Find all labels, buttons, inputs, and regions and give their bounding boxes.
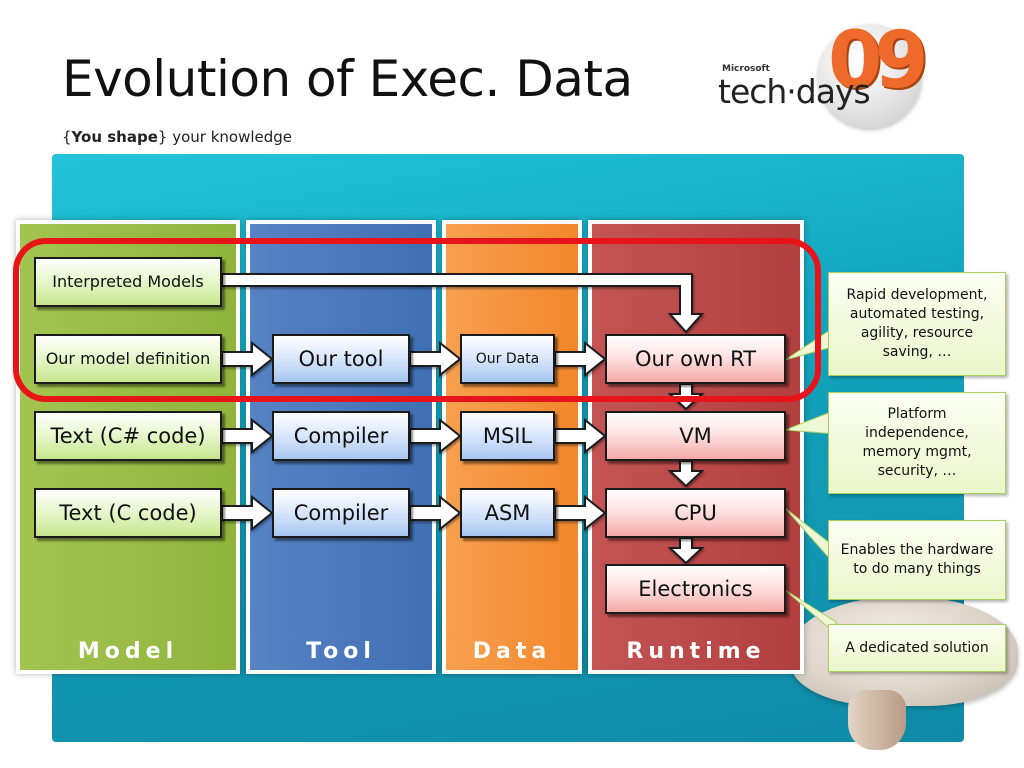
box-compiler-csharp: Compiler (272, 411, 410, 461)
arrow-c-model-to-tool (221, 494, 274, 532)
arrow-interpreted-to-runtime (221, 273, 705, 334)
box-electronics: Electronics (605, 564, 786, 614)
techdays-logo: 09 Microsoft tech·days (716, 16, 936, 132)
arrow-c-data-to-runtime (554, 494, 607, 532)
logo-name: tech·days (718, 72, 871, 111)
logo-number: 09 (828, 16, 929, 106)
column-label-runtime: Runtime (626, 639, 766, 664)
note-enables-hardware: Enables the hardware to do many things (828, 520, 1006, 600)
highlight-frame (13, 238, 821, 402)
box-asm: ASM (460, 488, 555, 538)
logo-disc (818, 24, 922, 128)
logo-brand: Microsoft (722, 64, 770, 74)
box-our-data: Our Data (460, 334, 555, 384)
arrow-csharp-tool-to-data (409, 417, 462, 455)
arrow-c-tool-to-data (409, 494, 462, 532)
box-interpreted-models: Interpreted Models (34, 257, 222, 307)
arrow-csharp-model-to-tool (221, 417, 274, 455)
brainstem-image (848, 690, 906, 750)
slide-subtitle: {You shape} your knowledge (62, 128, 292, 146)
note-dedicated-solution: A dedicated solution (828, 624, 1006, 672)
slide-title: Evolution of Exec. Data (62, 50, 633, 108)
box-cpu: CPU (605, 488, 786, 538)
note-rapid-development: Rapid development, automated testing, ag… (828, 272, 1006, 376)
box-msil: MSIL (460, 411, 555, 461)
arrow-csharp-data-to-runtime (554, 417, 607, 455)
arrow-cpu-to-electronics (667, 537, 705, 565)
box-our-own-rt: Our own RT (605, 334, 786, 384)
subtitle-bold: You shape (71, 128, 158, 146)
column-label-tool: Tool (306, 639, 376, 664)
arrow-own-model-to-tool (221, 340, 274, 378)
column-label-model: Model (77, 639, 179, 664)
box-our-tool: Our tool (272, 334, 410, 384)
column-label-data: Data (472, 639, 552, 664)
subtitle-rest: } your knowledge (157, 128, 293, 146)
box-text-c: Text (C code) (34, 488, 222, 538)
box-compiler-c: Compiler (272, 488, 410, 538)
box-vm: VM (605, 411, 786, 461)
arrow-vm-to-cpu (667, 460, 705, 488)
box-our-model-definition: Our model definition (34, 334, 222, 384)
arrow-own-data-to-runtime (554, 340, 607, 378)
box-text-csharp: Text (C# code) (34, 411, 222, 461)
subtitle-open-brace: { (62, 128, 72, 146)
note-platform-independence: Platform independence, memory mgmt, secu… (828, 392, 1006, 494)
arrow-own-tool-to-data (409, 340, 462, 378)
